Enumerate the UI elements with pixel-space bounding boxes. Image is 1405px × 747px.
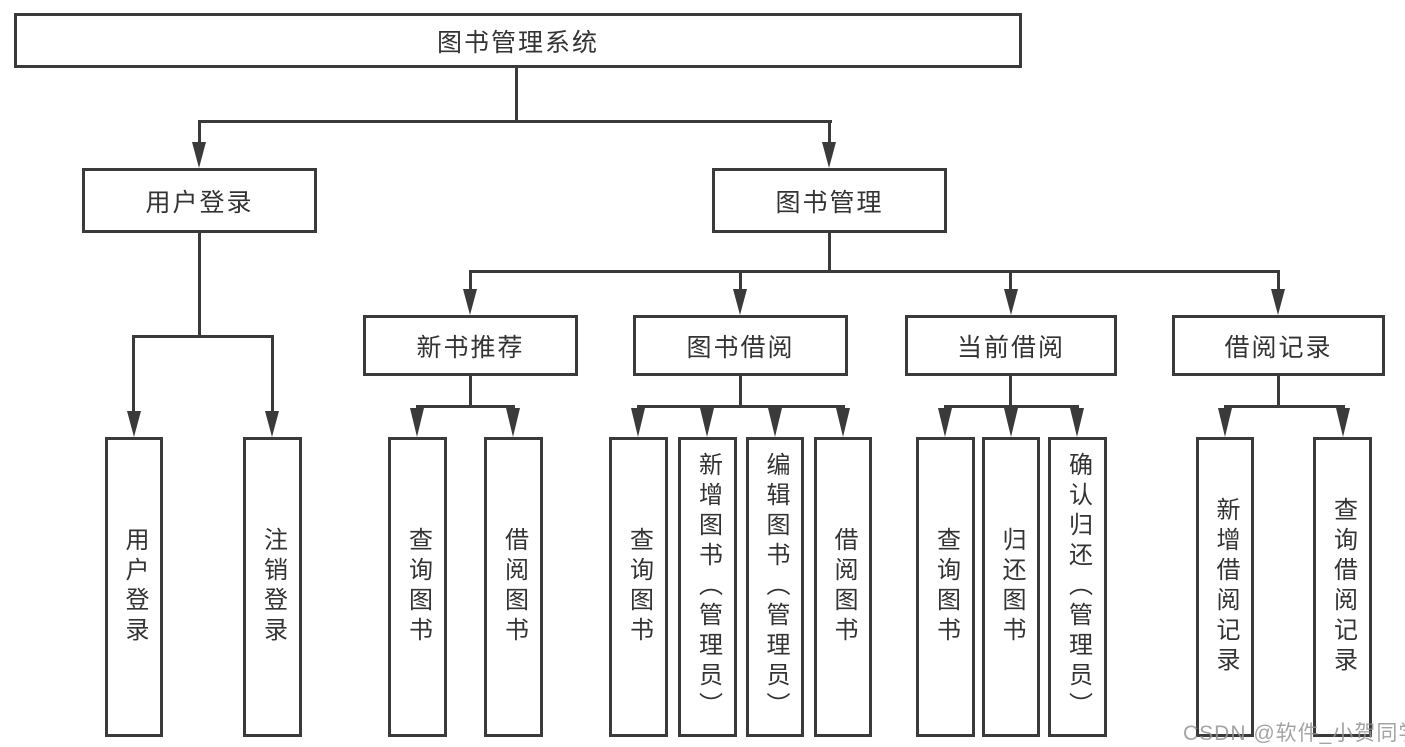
connector-root-stem <box>515 67 518 120</box>
arrowhead-leaf-query-record <box>1336 408 1350 437</box>
connector-user-login-drop <box>198 120 201 144</box>
node-book-management: 图书管理 <box>712 168 947 233</box>
leaf-confirm-return-admin-label: 确认归还（管理员） <box>1064 452 1092 722</box>
connector-borrow-stem <box>739 375 742 408</box>
node-user-login: 用户登录 <box>82 168 317 233</box>
leaf-edit-book-admin: 编辑图书（管理员） <box>746 437 804 737</box>
arrowhead-leaf-borrow-book <box>836 408 850 437</box>
connector-recommend-stem <box>469 375 472 408</box>
leaf-query-book-borrow-label: 查询图书 <box>625 527 653 647</box>
leaf-user-login-label: 用户登录 <box>121 527 148 647</box>
node-book-borrow: 图书借阅 <box>633 315 848 376</box>
leaf-edit-book-admin-label: 编辑图书（管理员） <box>762 452 789 722</box>
connector-current-bar <box>944 405 1079 408</box>
leaf-query-borrow-record-label: 查询借阅记录 <box>1329 497 1357 677</box>
connector-root-bar <box>198 120 832 123</box>
connector-new-book-drop <box>469 270 472 290</box>
leaf-logout-label: 注销登录 <box>259 527 287 647</box>
node-new-book-recommend: 新书推荐 <box>363 315 578 376</box>
connector-leaf-user-login-drop <box>132 335 135 413</box>
connector-mgmt-branch-bar <box>469 270 1280 273</box>
connector-current-borrow-drop <box>1009 270 1012 290</box>
leaf-logout: 注销登录 <box>243 437 302 737</box>
arrowhead-leaf-return-book <box>1004 408 1018 437</box>
node-borrow-records: 借阅记录 <box>1172 315 1385 376</box>
leaf-borrow-book: 借阅图书 <box>814 437 872 737</box>
arrowhead-leaf-query-book-current <box>938 408 952 437</box>
connector-user-branch-bar <box>132 335 274 338</box>
node-user-login-label: 用户登录 <box>145 188 254 217</box>
leaf-add-book-admin-label: 新增图书（管理员） <box>694 452 722 722</box>
arrowhead-leaf-edit-book <box>768 408 782 437</box>
leaf-return-book-label: 归还图书 <box>998 527 1025 647</box>
leaf-query-book-current: 查询图书 <box>916 437 975 737</box>
leaf-query-book-recommend-label: 查询图书 <box>404 527 432 647</box>
leaf-query-book-recommend: 查询图书 <box>388 437 447 737</box>
node-root: 图书管理系统 <box>14 13 1022 68</box>
node-borrow-records-label: 借阅记录 <box>1224 333 1333 362</box>
connector-book-borrow-drop <box>739 270 742 290</box>
leaf-borrow-book-label: 借阅图书 <box>830 527 857 647</box>
node-current-borrow-label: 当前借阅 <box>956 333 1065 362</box>
arrowhead-user-login <box>192 142 206 168</box>
arrowhead-current-borrow <box>1004 289 1018 315</box>
connector-current-stem <box>1009 375 1012 408</box>
arrowhead-new-book <box>463 289 477 315</box>
arrowhead-book-mgmt <box>822 142 836 168</box>
leaf-confirm-return-admin: 确认归还（管理员） <box>1048 437 1107 737</box>
arrowhead-leaf-add-book <box>700 408 714 437</box>
arrowhead-borrow-records <box>1271 289 1285 315</box>
connector-book-mgmt-drop <box>828 120 831 144</box>
arrowhead-book-borrow <box>733 289 747 315</box>
node-root-label: 图书管理系统 <box>436 28 599 57</box>
connector-borrow-records-drop <box>1277 270 1280 290</box>
connector-mgmt-branch-stem <box>828 233 831 273</box>
leaf-query-book-current-label: 查询图书 <box>932 527 960 647</box>
leaf-add-borrow-record-label: 新增借阅记录 <box>1212 497 1239 677</box>
arrowhead-leaf-query-book-borrow <box>631 408 645 437</box>
connector-recommend-bar <box>416 405 515 408</box>
connector-user-branch-stem <box>198 233 201 335</box>
leaf-user-login: 用户登录 <box>105 437 163 737</box>
connector-records-stem <box>1277 375 1280 407</box>
node-current-borrow: 当前借阅 <box>905 315 1117 376</box>
leaf-query-book-borrow: 查询图书 <box>609 437 668 737</box>
leaf-borrow-book-recommend-label: 借阅图书 <box>500 527 528 647</box>
leaf-add-borrow-record: 新增借阅记录 <box>1196 437 1254 737</box>
arrowhead-leaf-query-book-recommend <box>410 408 424 437</box>
node-book-management-label: 图书管理 <box>775 188 884 217</box>
connector-borrow-bar <box>637 405 845 408</box>
watermark: CSDN @软件_小贺同学 <box>1183 722 1405 745</box>
connector-records-bar <box>1224 405 1345 408</box>
node-book-borrow-label: 图书借阅 <box>686 333 795 362</box>
arrowhead-leaf-user-login <box>127 411 141 437</box>
arrowhead-leaf-confirm-return <box>1070 408 1084 437</box>
arrowhead-leaf-logout <box>265 411 279 437</box>
leaf-add-book-admin: 新增图书（管理员） <box>678 437 737 737</box>
leaf-query-borrow-record: 查询借阅记录 <box>1313 437 1372 737</box>
connector-leaf-logout-drop <box>271 335 274 413</box>
leaf-return-book: 归还图书 <box>982 437 1040 737</box>
arrowhead-leaf-add-record <box>1218 408 1232 437</box>
leaf-borrow-book-recommend: 借阅图书 <box>484 437 543 737</box>
arrowhead-leaf-borrow-book-recommend <box>506 408 520 437</box>
node-new-book-recommend-label: 新书推荐 <box>416 333 525 362</box>
